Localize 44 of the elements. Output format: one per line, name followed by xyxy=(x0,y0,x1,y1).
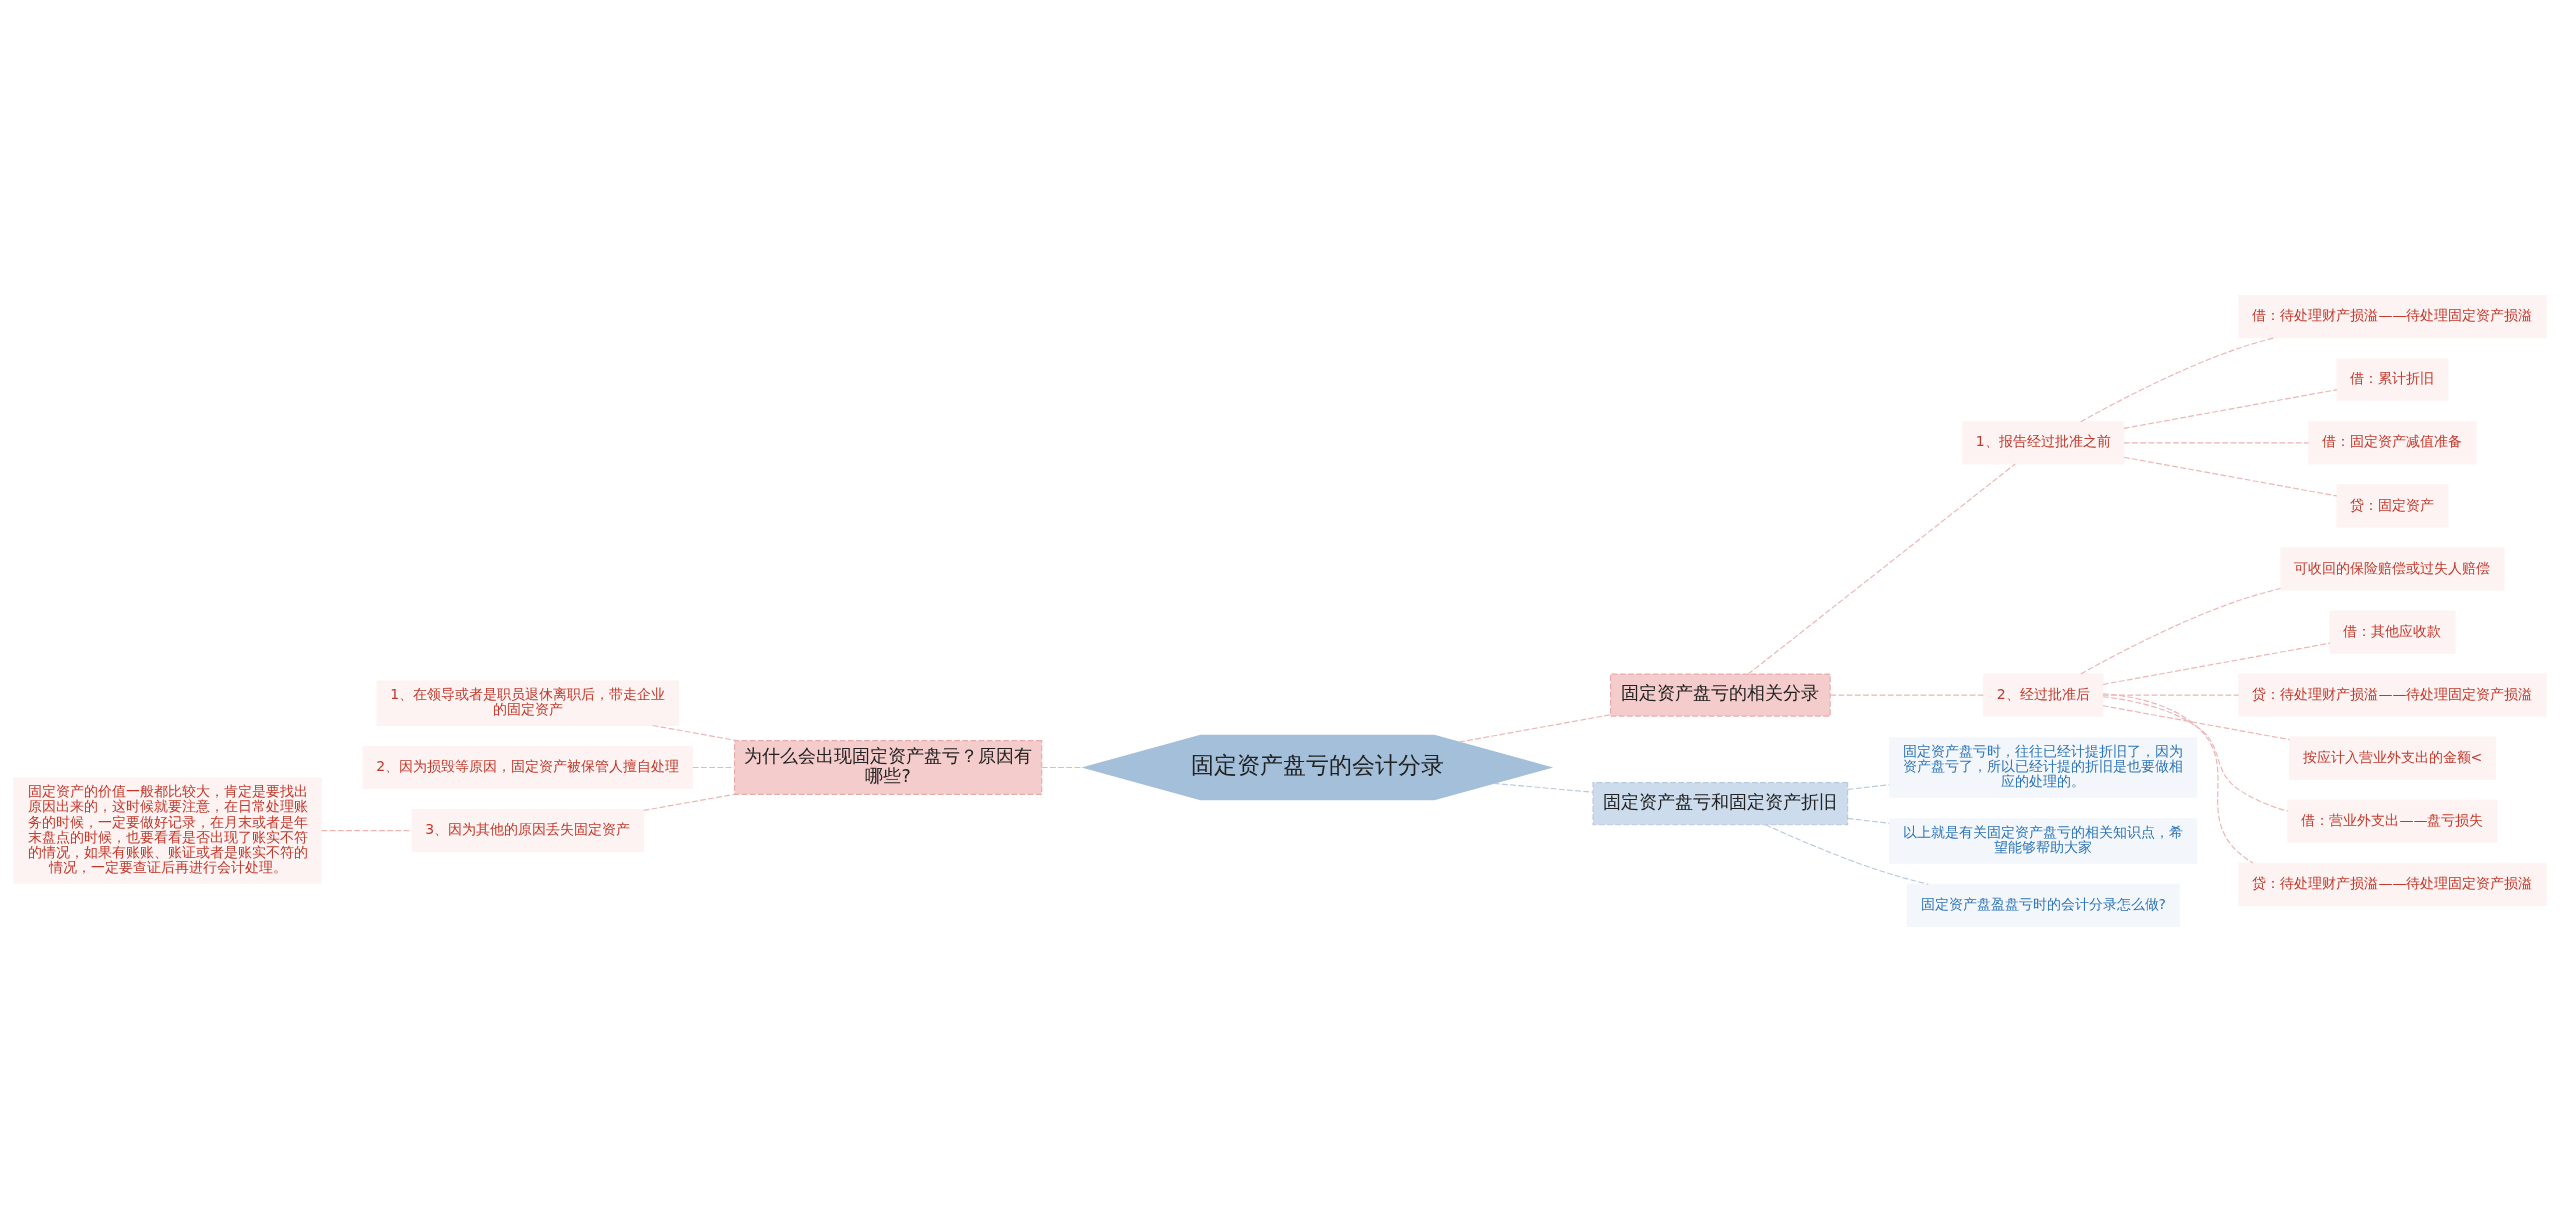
connector xyxy=(2123,456,2338,497)
node-box: 借：其他应收款 xyxy=(2329,609,2456,654)
node-box: 贷：待处理财产损溢——待处理固定资产损溢 xyxy=(2238,673,2547,717)
connector xyxy=(2080,336,2275,422)
node-box: 借：营业外支出——盘亏损失 xyxy=(2287,799,2498,843)
connector xyxy=(2123,388,2338,429)
node-box: 按应计入营业外支出的金额< xyxy=(2289,736,2496,780)
node-box: 1、报告经过批准之前 xyxy=(1962,420,2125,464)
connector xyxy=(692,766,735,768)
node-box: 固定资产的价值一般都比较大，肯定是要找出原因出来的，这时候就要注意，在日常处理账务的时候，一定要做好记录，在月末或者是年末盘点的时候，也要看看是否出现了账实不符的情况，如果有账账、账证或者是账实不符的情况，一定要查证后再进行会计处理。 xyxy=(13,776,322,884)
node-box: 贷：待处理财产损溢——待处理固定资产损溢 xyxy=(2238,862,2547,906)
node-box: 固定资产盘亏的相关分录 xyxy=(1609,673,1831,717)
node-box: 为什么会出现固定资产盘亏？原因有哪些? xyxy=(733,739,1043,795)
connector xyxy=(2102,694,2240,696)
connector xyxy=(1829,694,1984,696)
node-box: 可收回的保险赔偿或过失人赔偿 xyxy=(2280,546,2505,591)
connector xyxy=(320,829,413,831)
node-box: 贷：固定资产 xyxy=(2336,483,2449,527)
node-box: 固定资产盘盈盘亏时的会计分录怎么做? xyxy=(1906,883,2180,927)
connector xyxy=(1041,766,1085,768)
node-box: 3、因为其他的原因丢失固定资产 xyxy=(411,808,645,852)
connector xyxy=(1458,713,1611,743)
connector xyxy=(1847,817,1890,824)
connector xyxy=(2102,692,2254,864)
node-box: 以上就是有关固定资产盘亏的相关知识点，希望能够帮助大家 xyxy=(1889,817,2198,864)
node-box: 2、因为损毁等原因，固定资产被保管人擅自处理 xyxy=(362,745,694,789)
connector xyxy=(2080,587,2282,674)
connector xyxy=(1765,823,1929,885)
node-box: 固定资产盘亏和固定资产折旧 xyxy=(1592,781,1849,825)
node-box: 借：待处理财产损溢——待处理固定资产损溢 xyxy=(2238,294,2547,338)
connector xyxy=(1847,783,1890,790)
connector xyxy=(1493,782,1594,793)
node-box: 借：固定资产减值准备 xyxy=(2308,420,2477,464)
node-box: 2、经过批准后 xyxy=(1983,673,2104,717)
node-box: 固定资产盘亏时，往往已经计提折旧了，因为资产盘亏了，所以已经计提的折旧是也要做相应的处理的。 xyxy=(1889,736,2198,798)
connector xyxy=(652,724,738,741)
connector xyxy=(2102,704,2290,740)
connector xyxy=(2123,441,2310,443)
connector xyxy=(2102,642,2331,685)
connector xyxy=(1747,462,2016,675)
connector xyxy=(643,793,735,811)
node-box: 借：累计折旧 xyxy=(2336,357,2449,401)
node-box: 1、在领导或者是职员退休离职后，带走企业的固定资产 xyxy=(376,680,680,726)
connector xyxy=(2102,695,2289,812)
